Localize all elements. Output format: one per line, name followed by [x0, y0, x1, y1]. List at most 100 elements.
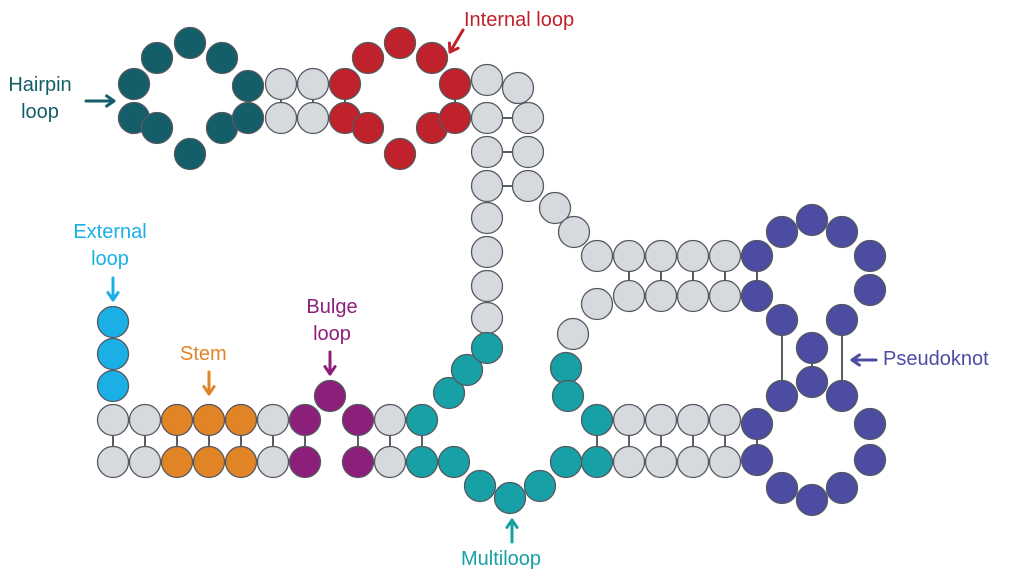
nucleotide-hairpin [140, 41, 174, 75]
nucleotide-pseudoknot [740, 443, 774, 477]
nucleotide-hairpin [231, 101, 265, 135]
external-loop-arrow-icon [106, 276, 120, 302]
nucleotide-unpaired [501, 71, 535, 105]
nucleotide-unpaired [556, 317, 590, 351]
nucleotide-hairpin [173, 26, 207, 60]
bulge-loop-arrow-icon [323, 350, 337, 376]
nucleotide-multiloop [580, 445, 614, 479]
pseudoknot-label: Pseudoknot [883, 348, 989, 370]
nucleotide-bulge [288, 445, 322, 479]
nucleotide-internal [415, 41, 449, 75]
nucleotide-pseudoknot [765, 379, 799, 413]
nucleotide-unpaired [128, 403, 162, 437]
nucleotide-pseudoknot [853, 273, 887, 307]
nucleotide-pseudoknot [740, 239, 774, 273]
nucleotide-pseudoknot [740, 407, 774, 441]
pseudoknot-arrow-icon [850, 353, 878, 367]
nucleotide-multiloop [580, 403, 614, 437]
nucleotide-pseudoknot [853, 443, 887, 477]
internal-loop-arrow-icon [447, 28, 465, 54]
nucleotide-multiloop [450, 353, 484, 387]
nucleotide-bulge [288, 403, 322, 437]
nucleotide-bulge [341, 445, 375, 479]
nucleotide-unpaired [580, 287, 614, 321]
nucleotide-internal [383, 137, 417, 171]
nucleotide-unpaired [296, 101, 330, 135]
nucleotide-multiloop [493, 481, 527, 515]
hairpin-loop-arrow-icon [84, 94, 116, 108]
nucleotide-unpaired [296, 67, 330, 101]
nucleotide-unpaired [612, 239, 646, 273]
nucleotide-multiloop [549, 445, 583, 479]
nucleotide-unpaired [612, 445, 646, 479]
nucleotide-external [96, 337, 130, 371]
nucleotide-multiloop [523, 469, 557, 503]
nucleotide-pseudoknot [795, 331, 829, 365]
nucleotide-pseudoknot [825, 303, 859, 337]
nucleotide-internal [328, 67, 362, 101]
nucleotide-unpaired [612, 279, 646, 313]
nucleotide-unpaired [256, 445, 290, 479]
nucleotide-multiloop [551, 379, 585, 413]
nucleotide-external [96, 305, 130, 339]
nucleotide-unpaired [511, 169, 545, 203]
nucleotide-stem [192, 403, 226, 437]
nucleotide-multiloop [463, 469, 497, 503]
nucleotide-unpaired [96, 445, 130, 479]
nucleotide-bulge [341, 403, 375, 437]
nucleotide-pseudoknot [765, 471, 799, 505]
nucleotide-hairpin [205, 41, 239, 75]
nucleotide-unpaired [708, 403, 742, 437]
nucleotide-unpaired [708, 239, 742, 273]
external-loop-label: External loop [73, 221, 147, 270]
nucleotide-pseudoknot [740, 279, 774, 313]
nucleotide-unpaired [644, 403, 678, 437]
nucleotide-unpaired [708, 279, 742, 313]
nucleotide-unpaired [470, 101, 504, 135]
nucleotide-internal [383, 26, 417, 60]
nucleotide-bulge [313, 379, 347, 413]
nucleotide-pseudoknot [853, 407, 887, 441]
nucleotide-unpaired [256, 403, 290, 437]
nucleotide-hairpin [173, 137, 207, 171]
nucleotide-internal [351, 41, 385, 75]
multiloop-arrow-icon [505, 518, 519, 544]
hairpin-loop-label: Hairpin loop [8, 74, 72, 123]
nucleotide-unpaired [470, 201, 504, 235]
nucleotide-pseudoknot [825, 215, 859, 249]
nucleotide-multiloop [432, 376, 466, 410]
nucleotide-multiloop [549, 351, 583, 385]
nucleotide-unpaired [676, 445, 710, 479]
nucleotide-external [96, 369, 130, 403]
nucleotide-unpaired [676, 239, 710, 273]
nucleotide-unpaired [264, 101, 298, 135]
nucleotide-unpaired [470, 135, 504, 169]
nucleotide-unpaired [264, 67, 298, 101]
multiloop-label: Multiloop [461, 548, 542, 570]
nucleotide-unpaired [470, 235, 504, 269]
nucleotide-unpaired [644, 239, 678, 273]
nucleotide-unpaired [373, 445, 407, 479]
nucleotide-unpaired [470, 63, 504, 97]
nucleotide-unpaired [708, 445, 742, 479]
nucleotide-unpaired [676, 403, 710, 437]
internal-loop-label: Internal loop [464, 9, 575, 31]
nucleotide-unpaired [644, 445, 678, 479]
nucleotide-unpaired [511, 101, 545, 135]
nucleotide-unpaired [511, 135, 545, 169]
nucleotide-unpaired [644, 279, 678, 313]
nucleotide-unpaired [580, 239, 614, 273]
nucleotide-pseudoknot [765, 215, 799, 249]
nucleotide-multiloop [405, 403, 439, 437]
nucleotide-unpaired [557, 215, 591, 249]
nucleotide-unpaired [373, 403, 407, 437]
bulge-loop-label: Bulge loop [306, 296, 358, 345]
nucleotide-pseudoknot [853, 239, 887, 273]
nucleotide-multiloop [405, 445, 439, 479]
nucleotide-internal [351, 111, 385, 145]
nucleotide-unpaired [128, 445, 162, 479]
nucleotide-stem [160, 403, 194, 437]
nucleotide-pseudoknot [825, 471, 859, 505]
nucleotide-unpaired [612, 403, 646, 437]
